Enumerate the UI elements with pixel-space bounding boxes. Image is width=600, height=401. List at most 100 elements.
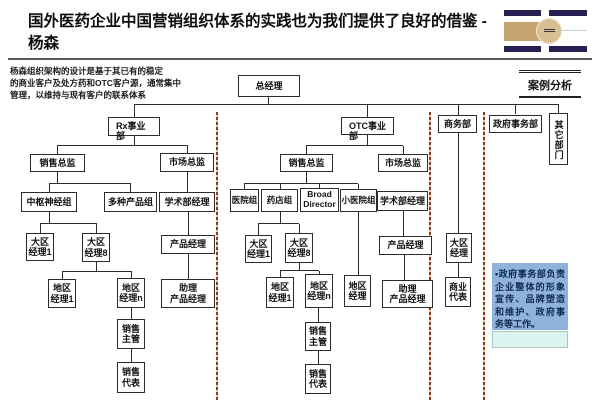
connector-line [318,351,319,364]
node-drugstore-group: 药店组 [261,189,298,212]
connector-line [188,212,189,235]
node-otc-product-manager: 产品经理 [379,236,432,255]
connector-line [280,212,281,223]
connector-line [280,270,319,271]
logo-bar [504,46,541,52]
connector-line [131,308,132,319]
connector-line [358,212,359,275]
node-rx-sales-supervisor: 销售主管 [117,319,145,349]
connector-line [187,172,188,192]
section-divider [216,112,218,400]
node-rx-sales-rep: 销售代表 [117,362,145,393]
connector-line [131,349,132,362]
connector-line [49,183,131,184]
connector-line [299,263,300,270]
connector-line [131,272,132,278]
node-otc-academic-manager: 学术部经理 [377,191,428,211]
connector-line [515,105,516,114]
node-otc-district-manager-1: 地区经理1 [266,277,294,308]
node-government-affairs-dept: 政府事务部 [489,115,542,133]
connector-line [134,105,135,117]
node-otc-sales-director: 销售总监 [280,154,333,172]
section-divider [429,112,431,400]
connector-line [280,184,281,189]
node-rx-assistant-product-manager: 助理 产品经理 [161,279,215,308]
connector-line [306,172,307,183]
node-rx-marketing-director: 市场总监 [160,153,214,172]
node-otc-marketing-director: 市场总监 [378,154,428,172]
connector-line [244,183,358,184]
connector-line [319,271,320,274]
node-cns-group: 中枢神经组 [21,192,77,212]
node-broad-director: Broad Director [300,188,339,212]
node-other-depts: 其它部门 [549,113,568,165]
node-otc-region-manager-8: 大区经理8 [285,233,313,263]
connector-line [40,224,41,233]
connector-line [244,184,245,189]
node-rx-region-manager-8: 大区经理8 [82,233,110,262]
node-rx-district-manager-n: 地区经理n [117,278,145,308]
connector-line [458,133,459,233]
node-otc-district-manager: 地区经理 [344,275,371,307]
connector-line [62,271,132,272]
node-otc-sales-rep: 销售代表 [305,364,331,394]
connector-line [258,224,259,235]
connector-line [558,105,559,113]
connector-line [96,224,97,233]
connector-line [49,212,50,223]
connector-line [62,272,63,279]
node-rx-product-manager: 产品经理 [161,235,215,254]
connector-line [187,146,188,153]
connector-line [57,172,58,183]
logo-bar [549,10,587,16]
connector-line [258,223,299,224]
connector-line [188,254,189,279]
logo-bar [549,46,587,52]
connector-line [57,145,188,146]
node-otc-business-unit: OTC事业 部 [341,117,394,141]
connector-line [49,184,50,192]
case-analysis-badge: 案例分析 [519,70,581,98]
connector-line [40,223,97,224]
page-title: 国外医药企业中国营销组织体系的实践也为我们提供了良好的借鉴 - 杨森 [28,13,487,53]
empty-note-box [492,331,568,348]
connector-line [458,105,459,115]
connector-line [134,136,135,145]
connector-line [358,184,359,189]
connector-line [57,146,58,154]
connector-line [130,184,131,192]
node-rx-business-unit: Rx事业 部 [108,117,160,141]
connector-line [458,263,459,277]
node-otc-district-manager-n: 地区经理n [305,274,333,308]
logo-seal-icon [536,18,562,44]
gov-affairs-note: •政府事务部负责企业整体的形象宣传、品牌塑造和维护、政府事务等工作。 [492,263,568,330]
header-divider [8,58,592,60]
node-otc-assistant-product-manager: 助理 产品经理 [382,280,433,308]
connector-line [403,211,404,236]
node-rx-region-manager-1: 大区经理1 [26,233,54,261]
node-hospital-group: 医院组 [230,189,259,212]
connector-line [96,262,97,271]
node-small-hospital-group: 小医院组 [340,189,377,212]
node-otc-sales-supervisor: 销售主管 [305,322,331,351]
node-rx-academic-manager: 学术部经理 [159,192,215,212]
connector-line [367,105,368,117]
logo-line [556,30,587,31]
node-general-manager: 总经理 [238,75,300,97]
connector-line [403,146,404,154]
connector-line [134,104,559,105]
node-multi-product-group: 多种产品组 [104,192,157,212]
connector-line [306,146,307,154]
node-commerce-dept: 商务部 [438,115,477,133]
node-commercial-rep: 商业代表 [445,277,471,307]
node-otc-region-manager-1: 大区经理1 [245,235,272,263]
connector-line [367,135,368,145]
connector-line [319,184,320,188]
connector-line [404,255,405,280]
connector-line [306,145,403,146]
node-rx-sales-director: 销售总监 [30,154,85,172]
connector-line [268,97,269,104]
connector-line [299,224,300,233]
intro-text: 杨森组织架构的设计是基于其已有的稳定 的商业客户及处方药和OTC客户源，通常集中… [10,66,181,100]
